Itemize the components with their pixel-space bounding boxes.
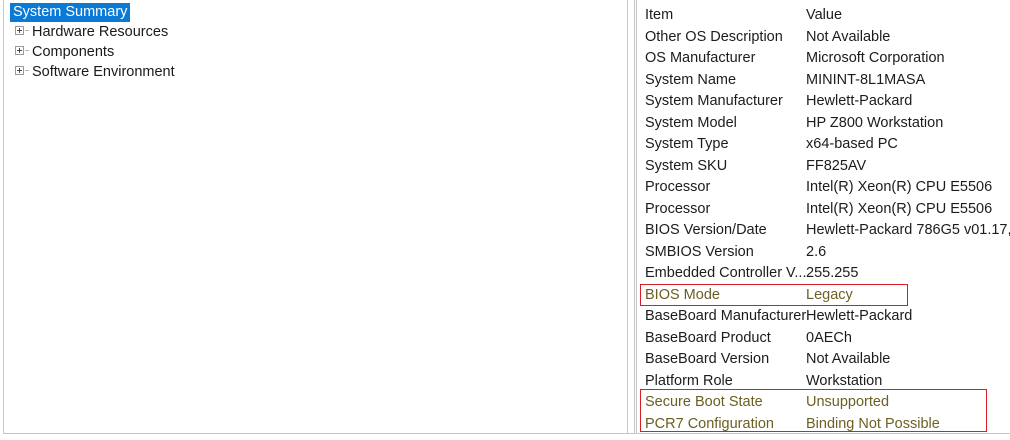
detail-row-baseboard-manufacturer[interactable]: BaseBoard Manufacturer Hewlett-Packard <box>638 306 1010 328</box>
detail-row-processor-1[interactable]: Processor Intel(R) Xeon(R) CPU E5506 <box>638 177 1010 199</box>
detail-item-value: FF825AV <box>806 157 867 174</box>
detail-item-value: 0AECh <box>806 329 852 346</box>
detail-item-name: System Model <box>645 114 737 131</box>
detail-item-value: Legacy <box>806 286 853 303</box>
splitter-line <box>634 0 635 434</box>
detail-item-value: 255.255 <box>806 265 859 281</box>
detail-item-value: MININT-8L1MASA <box>806 71 926 88</box>
detail-row-os-manufacturer[interactable]: OS Manufacturer Microsoft Corporation <box>638 48 1010 70</box>
detail-row-system-manufacturer[interactable]: System Manufacturer Hewlett-Packard <box>638 91 1010 113</box>
detail-row-other-os-description[interactable]: Other OS Description Not Available <box>638 27 1010 49</box>
detail-item-value: Microsoft Corporation <box>806 50 945 66</box>
detail-item-name: BaseBoard Version <box>645 351 770 367</box>
detail-item-value: 2.6 <box>806 243 827 260</box>
detail-item-value: Hewlett-Packard 786G5 v01.17, 8/ <box>806 222 1010 238</box>
detail-row-processor-2[interactable]: Processor Intel(R) Xeon(R) CPU E5506 <box>638 199 1010 221</box>
detail-item-name: Other OS Description <box>645 28 783 45</box>
detail-item-value: Not Available <box>806 28 891 45</box>
column-header-value: Value <box>806 7 843 23</box>
detail-item-name: BaseBoard Manufacturer <box>645 308 807 324</box>
detail-row-pcr7-configuration[interactable]: PCR7 Configuration Binding Not Possible <box>638 414 1010 435</box>
detail-item-value: Workstation <box>806 372 883 389</box>
tree-item-label: Software Environment <box>32 64 175 80</box>
detail-row-platform-role[interactable]: Platform Role Workstation <box>638 371 1010 393</box>
detail-item-name: System Name <box>645 71 737 88</box>
tree-item-software-environment[interactable]: Software Environment <box>4 62 625 82</box>
pane-splitter[interactable] <box>625 0 638 434</box>
detail-item-name: Processor <box>645 200 711 217</box>
tree-item-hardware-resources[interactable]: Hardware Resources <box>4 22 625 42</box>
detail-item-name: Platform Role <box>645 372 733 389</box>
expand-plus-icon[interactable] <box>14 65 29 78</box>
navigation-tree-pane[interactable]: System Summary Hardware Resources Compon… <box>3 0 625 434</box>
detail-item-name: System SKU <box>645 157 728 174</box>
detail-item-name: System Manufacturer <box>645 93 783 109</box>
detail-row-baseboard-version[interactable]: BaseBoard Version Not Available <box>638 349 1010 371</box>
detail-row-bios-mode[interactable]: BIOS Mode Legacy <box>638 285 1010 307</box>
tree-item-label: System Summary <box>10 3 131 22</box>
tree-item-label: Hardware Resources <box>32 24 169 40</box>
splitter-line <box>636 0 637 434</box>
detail-row-system-name[interactable]: System Name MININT-8L1MASA <box>638 70 1010 92</box>
detail-row-system-type[interactable]: System Type x64-based PC <box>638 134 1010 156</box>
detail-item-name: PCR7 Configuration <box>645 415 774 432</box>
detail-item-value: Intel(R) Xeon(R) CPU E5506 <box>806 200 993 217</box>
detail-item-name: BaseBoard Product <box>645 329 771 346</box>
detail-item-name: Processor <box>645 179 711 195</box>
expand-plus-icon[interactable] <box>14 25 29 38</box>
detail-item-value: Hewlett-Packard <box>806 93 913 109</box>
detail-item-name: SMBIOS Version <box>645 243 754 260</box>
detail-item-name: BIOS Mode <box>645 286 720 303</box>
detail-item-name: System Type <box>645 136 729 152</box>
detail-row-system-sku[interactable]: System SKU FF825AV <box>638 156 1010 178</box>
column-header-item: Item <box>645 7 674 23</box>
expand-plus-icon[interactable] <box>14 45 29 58</box>
detail-item-name: BIOS Version/Date <box>645 222 767 238</box>
window-bottom-border <box>3 433 1010 434</box>
detail-row-embedded-controller-version[interactable]: Embedded Controller V... 255.255 <box>638 263 1010 285</box>
detail-item-value: x64-based PC <box>806 136 898 152</box>
detail-list-pane[interactable]: Item Value Other OS Description Not Avai… <box>638 0 1010 434</box>
detail-row-baseboard-product[interactable]: BaseBoard Product 0AECh <box>638 328 1010 350</box>
detail-row-bios-version-date[interactable]: BIOS Version/Date Hewlett-Packard 786G5 … <box>638 220 1010 242</box>
detail-row-system-model[interactable]: System Model HP Z800 Workstation <box>638 113 1010 135</box>
detail-item-value: Unsupported <box>806 394 890 410</box>
detail-item-value: Intel(R) Xeon(R) CPU E5506 <box>806 179 993 195</box>
splitter-line <box>627 0 628 434</box>
detail-item-name: Embedded Controller V... <box>645 265 807 281</box>
detail-item-name: Secure Boot State <box>645 394 763 410</box>
tree-item-components[interactable]: Components <box>4 42 625 62</box>
detail-header-row: Item Value <box>638 5 1010 27</box>
tree-item-label: Components <box>32 44 115 60</box>
detail-item-value: Not Available <box>806 351 891 367</box>
detail-item-name: OS Manufacturer <box>645 50 756 66</box>
detail-row-secure-boot-state[interactable]: Secure Boot State Unsupported <box>638 392 1010 414</box>
tree-item-system-summary[interactable]: System Summary <box>4 2 625 22</box>
detail-item-value: HP Z800 Workstation <box>806 114 944 131</box>
detail-row-smbios-version[interactable]: SMBIOS Version 2.6 <box>638 242 1010 264</box>
detail-item-value: Binding Not Possible <box>806 415 940 432</box>
detail-item-value: Hewlett-Packard <box>806 308 913 324</box>
